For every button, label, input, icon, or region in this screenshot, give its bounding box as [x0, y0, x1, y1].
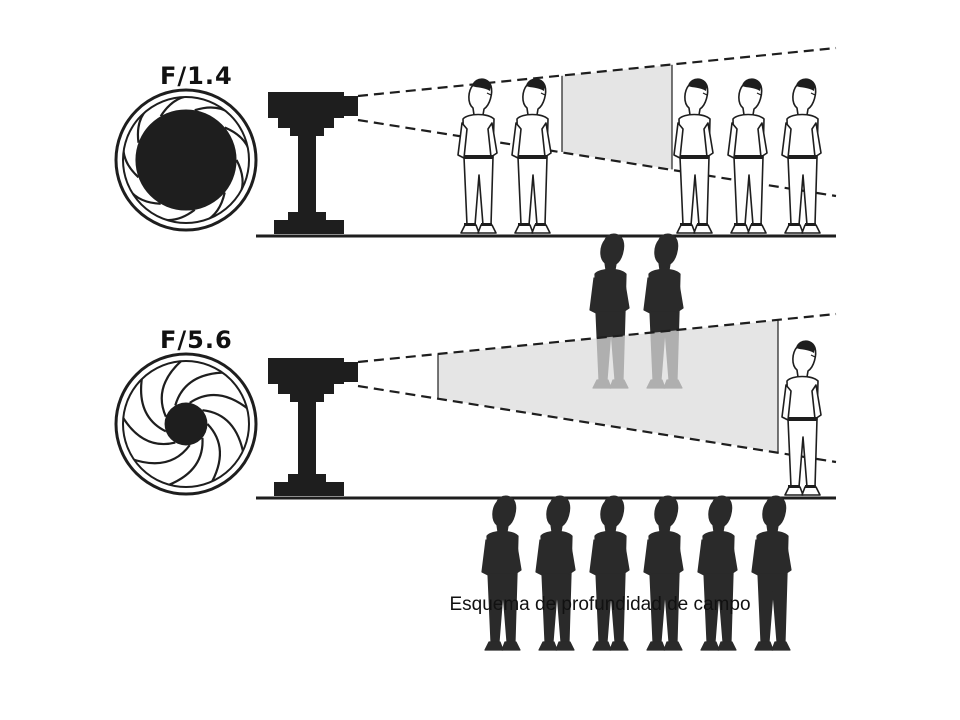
person-blurred — [482, 496, 521, 650]
person-blurred — [752, 496, 791, 650]
person-blurred — [590, 496, 629, 650]
field-of-view-bottom — [357, 384, 837, 464]
aperture-icon — [114, 88, 258, 232]
person-blurred — [644, 496, 683, 650]
field-of-view-top — [357, 312, 837, 364]
depth-of-field-zone — [438, 320, 778, 453]
aperture-icon — [114, 352, 258, 496]
person-sharp — [673, 78, 714, 234]
person-sharp — [457, 78, 498, 234]
person-sharp — [727, 78, 768, 234]
person-sharp — [511, 78, 552, 234]
person-sharp — [781, 78, 822, 234]
panel-f14: F/1.4 — [114, 46, 837, 388]
camera-on-stand — [268, 358, 358, 496]
fstop-label: F/5.6 — [160, 326, 233, 354]
person-blurred — [536, 496, 575, 650]
fstop-label: F/1.4 — [160, 62, 233, 90]
camera-on-stand — [268, 92, 358, 234]
panels-group: F/1.4F/5.6 — [114, 46, 837, 650]
caption: Esquema de profundidad de campo — [449, 594, 751, 615]
person-sharp — [781, 340, 822, 496]
person-blurred — [698, 496, 737, 650]
panel-f56: F/5.6 — [114, 312, 837, 650]
depth-of-field-zone — [562, 64, 672, 170]
field-of-view-top — [357, 46, 837, 98]
